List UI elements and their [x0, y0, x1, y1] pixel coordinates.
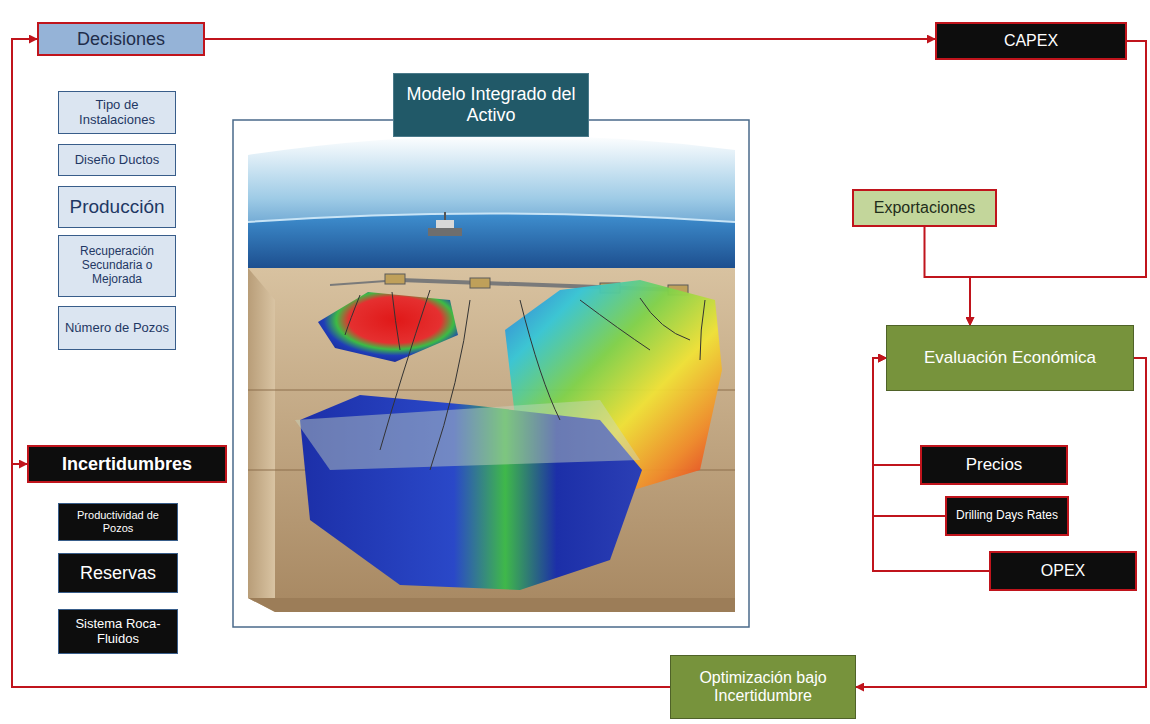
model-title: Modelo Integrado del Activo	[393, 73, 589, 137]
flow-arrow	[205, 38, 935, 40]
node-text: Precios	[966, 455, 1023, 475]
uncertainty-item: Reservas	[58, 553, 178, 593]
node-text: Sistema Roca-Fluidos	[63, 617, 173, 647]
node-text: OPEX	[1041, 562, 1085, 580]
uncertainty-item: Sistema Roca-Fluidos	[58, 609, 178, 654]
decision-item: Producción	[58, 186, 176, 228]
node-text: Número de Pozos	[65, 321, 169, 336]
node-text: Modelo Integrado del Activo	[398, 84, 584, 125]
node-text: Reservas	[80, 563, 156, 584]
price-box: Precios	[920, 445, 1068, 485]
node-text: Evaluación Económica	[924, 348, 1096, 368]
node-text: Tipo de Instalaciones	[63, 98, 171, 128]
uncertainty-header: Incertidumbres	[27, 445, 227, 483]
uncertainty-item: Productividad de Pozos	[58, 503, 178, 541]
node-text: Producción	[69, 196, 164, 218]
node-text: Productividad de Pozos	[63, 509, 173, 534]
decision-item: Número de Pozos	[58, 306, 176, 350]
flow-arrow	[12, 464, 670, 687]
flow-arrow	[12, 39, 670, 687]
node-text: CAPEX	[1004, 32, 1058, 50]
evaluation-box: Evaluación Económica	[886, 325, 1134, 391]
decision-item: Diseño Ductos	[58, 144, 176, 176]
export-box: Exportaciones	[852, 189, 997, 227]
decision-item: Recuperación Secundaria o Mejorada	[58, 235, 176, 297]
flow-arrow	[856, 358, 1146, 687]
node-text: Recuperación Secundaria o Mejorada	[63, 245, 171, 286]
node-text: Optimización bajo Incertidumbre	[675, 669, 851, 706]
node-text: Decisiones	[77, 29, 165, 50]
cost-box: OPEX	[989, 551, 1137, 591]
node-text: Diseño Ductos	[75, 153, 160, 168]
node-text: Incertidumbres	[62, 454, 192, 475]
optimization-box: Optimización bajo Incertidumbre	[670, 655, 856, 719]
flow-arrow	[925, 227, 971, 325]
node-text: Drilling Days Rates	[956, 509, 1058, 523]
node-text: Exportaciones	[874, 199, 975, 217]
cost-box: CAPEX	[935, 22, 1127, 60]
decision-header: Decisiones	[37, 22, 205, 56]
flow-arrow	[970, 41, 1146, 325]
decision-item: Tipo de Instalaciones	[58, 91, 176, 134]
drilling-box: Drilling Days Rates	[945, 496, 1069, 536]
